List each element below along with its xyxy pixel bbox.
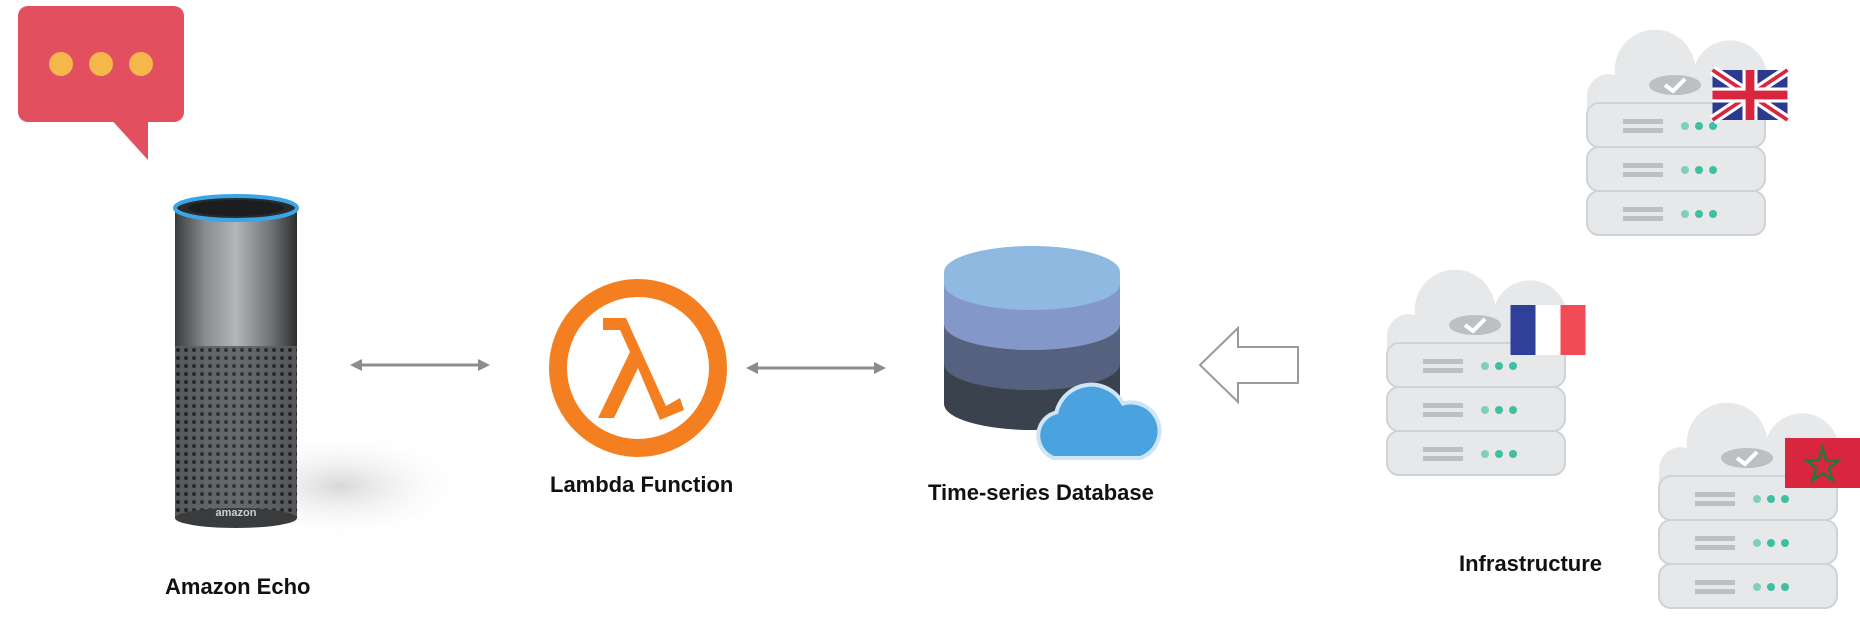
- lambda-function-label: Lambda Function: [550, 472, 734, 497]
- bidirectional-arrow-lambda-database: [746, 358, 886, 378]
- hollow-left-arrow: [1198, 325, 1303, 405]
- echo-brand-text: amazon: [216, 507, 257, 519]
- lambda-icon: [548, 278, 728, 458]
- database-cloud-icon: [940, 244, 1162, 464]
- server-morocco: [1657, 402, 1857, 628]
- france-flag-icon: [1510, 305, 1586, 355]
- amazon-echo-label: Amazon Echo: [165, 574, 311, 599]
- infrastructure-label: Infrastructure: [1459, 551, 1603, 576]
- time-series-database-label: Time-series Database: [928, 480, 1154, 505]
- bidirectional-arrow-echo-lambda: [350, 355, 490, 375]
- server-uk: [1585, 29, 1785, 255]
- uk-flag-icon: [1709, 65, 1791, 125]
- morocco-flag-icon: [1785, 438, 1860, 488]
- speech-bubble-icon: [18, 6, 188, 160]
- amazon-echo-icon: amazon: [150, 186, 470, 546]
